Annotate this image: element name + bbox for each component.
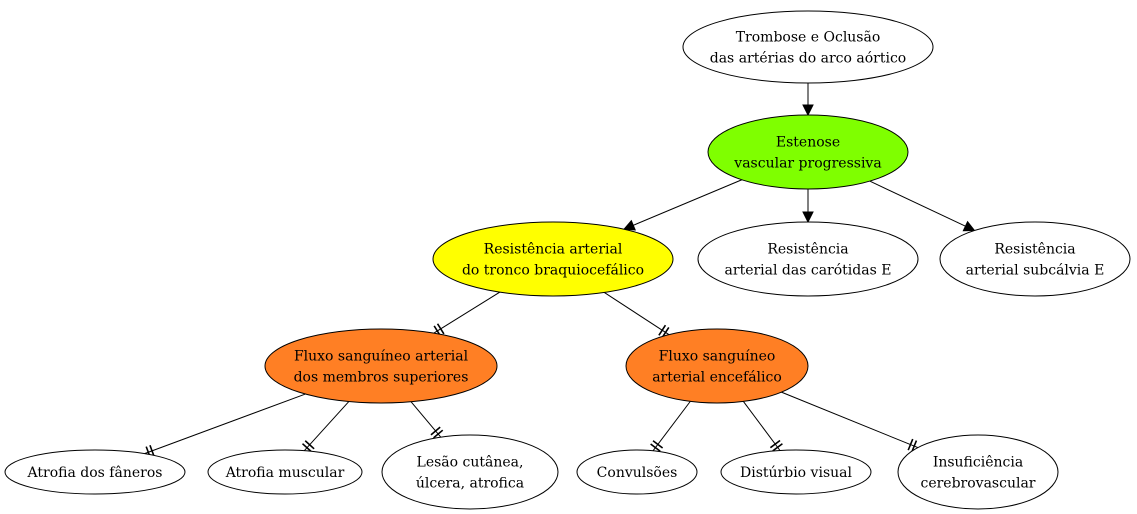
nodes-layer: Trombose e Oclusão das artérias do arco a…: [4, 10, 1131, 510]
tee-mark-icon: [304, 440, 315, 450]
edge-line: [869, 180, 966, 227]
node-label-line: vascular progressiva: [733, 156, 881, 172]
node-label-line: arterial encefálico: [652, 370, 782, 386]
tee-mark-icon: [436, 323, 445, 335]
edge-fluxo-encefalico-to-convulsoes: [650, 401, 691, 452]
edge-line: [410, 401, 442, 438]
node-label-line: Estenose: [776, 135, 840, 151]
node-label-line: do tronco braquiocefálico: [462, 263, 644, 279]
node-fluxo-membros: Fluxo sanguíneo arterial dos membros supe…: [264, 328, 498, 404]
edge-line: [781, 391, 919, 449]
node-lesao-cutanea: Lesão cutânea, úlcera, atrofica: [381, 434, 559, 510]
node-label-line: Atrofia dos fâneros: [27, 465, 163, 481]
node-res-tronco: Resistência arterial do tronco braquiocef…: [432, 221, 674, 297]
edge-trombose-to-estenose: [802, 83, 814, 117]
edge-line: [144, 393, 306, 455]
node-label-line: Atrofia muscular: [225, 465, 345, 481]
node-disturbio-visual: Distúrbio visual: [720, 449, 872, 495]
arrowhead-icon: [623, 219, 636, 231]
node-ellipse: [707, 114, 909, 190]
node-label-line: úlcera, atrofica: [416, 476, 524, 492]
edge-estenose-to-res-carotidas: [802, 189, 814, 224]
edge-line: [603, 292, 670, 336]
edge-line: [303, 401, 350, 452]
edge-line: [633, 179, 743, 226]
node-label-line: Fluxo sanguíneo: [659, 349, 776, 365]
tee-mark-icon: [433, 429, 444, 439]
node-label-line: cerebrovascular: [920, 476, 1035, 492]
edge-res-tronco-to-fluxo-encefalico: [603, 292, 670, 338]
node-ellipse: [625, 328, 809, 404]
node-label-line: arterial subcálvia E: [966, 263, 1105, 279]
edge-line: [742, 401, 781, 451]
node-ellipse: [207, 449, 363, 495]
edge-line: [652, 401, 691, 452]
node-ellipse: [381, 434, 559, 510]
node-atrofia-faneros: Atrofia dos fâneros: [4, 449, 186, 495]
node-ellipse: [897, 434, 1059, 510]
tee-mark-icon: [769, 439, 781, 449]
node-ellipse: [264, 328, 498, 404]
edge-line: [433, 291, 500, 334]
node-ellipse: [576, 449, 698, 495]
tee-mark-icon: [149, 444, 155, 457]
node-convulsoes: Convulsões: [576, 449, 698, 495]
node-label-line: Resistência arterial: [484, 242, 623, 258]
node-insuficiencia: Insuficiência cerebrovascular: [897, 434, 1059, 510]
tee-mark-icon: [652, 440, 664, 449]
node-label-line: das artérias do arco aórtico: [710, 51, 907, 67]
tee-mark-icon: [301, 443, 312, 453]
node-estenose: Estenose vascular progressiva: [707, 114, 909, 190]
arrowhead-icon: [962, 220, 976, 232]
node-ellipse: [682, 10, 934, 84]
tee-mark-icon: [658, 324, 667, 336]
node-fluxo-encefalico: Fluxo sanguíneo arterial encefálico: [625, 328, 809, 404]
edge-fluxo-encefalico-to-disturbio-visual: [742, 401, 783, 452]
tee-mark-icon: [911, 440, 918, 452]
node-label-line: Resistência: [994, 242, 1075, 258]
node-label-line: arterial das carótidas E: [725, 263, 892, 279]
node-label-line: Fluxo sanguíneo arterial: [294, 349, 469, 365]
edge-fluxo-membros-to-atrofia-faneros: [144, 393, 306, 459]
arrowhead-icon: [802, 104, 814, 117]
node-label-line: Trombose e Oclusão: [736, 30, 881, 46]
tee-mark-icon: [430, 426, 441, 436]
node-res-carotidas: Resistência arterial das carótidas E: [697, 221, 919, 297]
node-atrofia-muscular: Atrofia muscular: [207, 449, 363, 495]
edge-fluxo-encefalico-to-insuficiencia: [781, 391, 919, 452]
node-ellipse: [4, 449, 186, 495]
node-label-line: Resistência: [767, 242, 848, 258]
node-trombose: Trombose e Oclusão das artérias do arco a…: [682, 10, 934, 84]
node-ellipse: [432, 221, 674, 297]
node-label-line: Distúrbio visual: [740, 465, 852, 481]
node-res-subclavia: Resistência arterial subcálvia E: [939, 221, 1131, 297]
node-label-line: Lesão cutânea,: [417, 455, 524, 471]
tee-mark-icon: [907, 438, 914, 451]
node-label-line: Insuficiência: [933, 455, 1023, 471]
edge-res-tronco-to-fluxo-membros: [433, 291, 500, 337]
edge-estenose-to-res-subclavia: [869, 180, 976, 232]
edge-estenose-to-res-tronco: [623, 179, 743, 231]
edge-fluxo-membros-to-atrofia-muscular: [301, 401, 350, 453]
arrowhead-icon: [802, 211, 814, 224]
node-ellipse: [697, 221, 919, 297]
tee-mark-icon: [772, 443, 783, 452]
edge-fluxo-membros-to-lesao-cutanea: [410, 401, 444, 439]
node-ellipse: [720, 449, 872, 495]
node-label-line: dos membros superiores: [294, 370, 469, 386]
node-ellipse: [939, 221, 1131, 297]
tee-mark-icon: [650, 443, 661, 452]
node-label-line: Convulsões: [597, 465, 678, 481]
